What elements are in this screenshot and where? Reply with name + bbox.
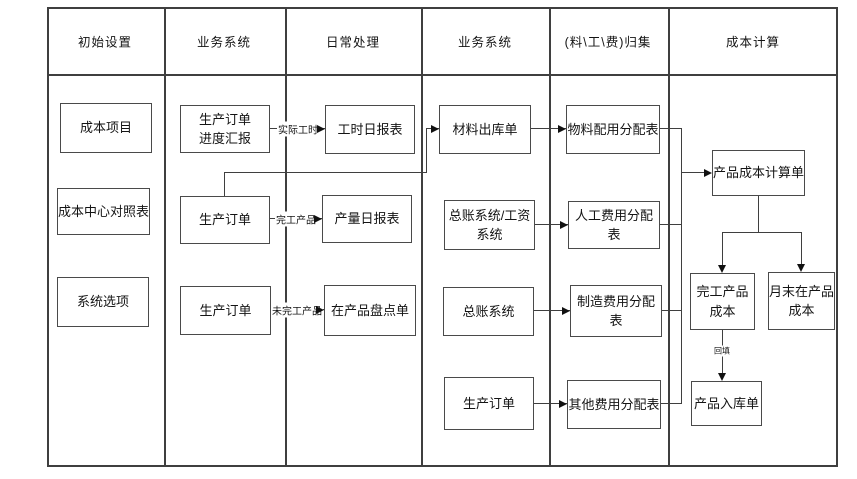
box-prod-order-row2: 生产订单: [180, 196, 270, 244]
edge-label-unfinished-product: 未完工产品: [271, 302, 323, 318]
arrow-down-icon: [718, 373, 726, 381]
connector-line: [534, 310, 570, 311]
lane-divider: [668, 7, 670, 467]
arrow-right-icon: [558, 125, 566, 133]
connector-line: [660, 128, 682, 129]
box-gl-payroll-system: 总账系统/工资 系统: [444, 200, 535, 250]
column-header-cost-collection: (料\工\费)归集: [564, 35, 652, 50]
column-header-cost-calculation: 成本计算: [725, 35, 781, 50]
box-prod-order-row3: 生产订单: [180, 286, 271, 335]
box-product-receipt: 产品入库单: [691, 381, 762, 426]
box-mfg-alloc: 制造费用分配表: [570, 285, 662, 337]
arrow-right-icon: [560, 221, 568, 229]
arrow-right-icon: [431, 125, 439, 133]
box-cost-item: 成本项目: [60, 103, 152, 153]
box-finished-cost: 完工产品 成本: [690, 273, 755, 330]
arrow-down-icon: [718, 265, 726, 273]
box-prod-order-row4: 生产订单: [444, 377, 534, 430]
column-header-business-system-1: 业务系统: [196, 35, 252, 50]
arrow-right-icon: [314, 215, 322, 223]
lane-divider: [421, 7, 423, 467]
connector-line: [224, 173, 225, 196]
arrow-right-icon: [316, 306, 324, 314]
table-frame: [47, 7, 838, 467]
edge-label-actual-hours: 实际工时: [277, 121, 319, 137]
connector-line: [758, 196, 759, 233]
edge-label-finished-product: 完工产品: [275, 211, 317, 227]
arrow-right-icon: [559, 400, 567, 408]
box-labor-alloc: 人工费用分配表: [568, 201, 660, 249]
connector-line: [224, 172, 427, 173]
arrow-right-icon: [317, 125, 325, 133]
connector-line: [531, 128, 566, 129]
box-material-alloc: 物料配用分配表: [566, 105, 660, 154]
box-wip-count-sheet: 在产品盘点单: [324, 285, 416, 336]
lane-divider: [549, 7, 551, 467]
connector-line: [722, 232, 802, 233]
box-prod-order-progress: 生产订单 进度汇报: [180, 105, 270, 153]
edge-label-backfill: 回填: [713, 345, 731, 357]
arrow-down-icon: [797, 264, 805, 272]
column-header-daily-processing: 日常处理: [325, 35, 381, 50]
box-other-alloc: 其他费用分配表: [567, 380, 661, 429]
lane-divider: [164, 7, 166, 467]
connector-line: [722, 232, 723, 266]
column-header-initial-setup: 初始设置: [77, 35, 133, 50]
box-output-daily-report: 产量日报表: [322, 195, 412, 243]
connector-line: [534, 403, 567, 404]
connector-line: [682, 172, 705, 173]
box-hours-daily-report: 工时日报表: [325, 105, 415, 154]
connector-line: [801, 232, 802, 265]
box-system-options: 系统选项: [57, 277, 149, 327]
connector-line: [426, 129, 427, 173]
box-gl-system: 总账系统: [443, 287, 534, 336]
column-header-business-system-2: 业务系统: [457, 35, 513, 50]
arrow-right-icon: [562, 307, 570, 315]
connector-line: [662, 310, 682, 311]
lane-divider: [285, 7, 287, 467]
connector-line: [535, 224, 568, 225]
box-monthend-wip-cost: 月末在产品 成本: [768, 272, 835, 330]
box-material-issue: 材料出库单: [439, 105, 531, 154]
box-product-cost-calc: 产品成本计算单: [712, 150, 805, 196]
arrow-right-icon: [704, 169, 712, 177]
box-cost-center-map: 成本中心对照表: [57, 188, 150, 235]
header-separator-line: [47, 74, 838, 76]
connector-line: [660, 224, 682, 225]
connector-line: [661, 403, 682, 404]
connector-bus-line: [681, 128, 682, 404]
